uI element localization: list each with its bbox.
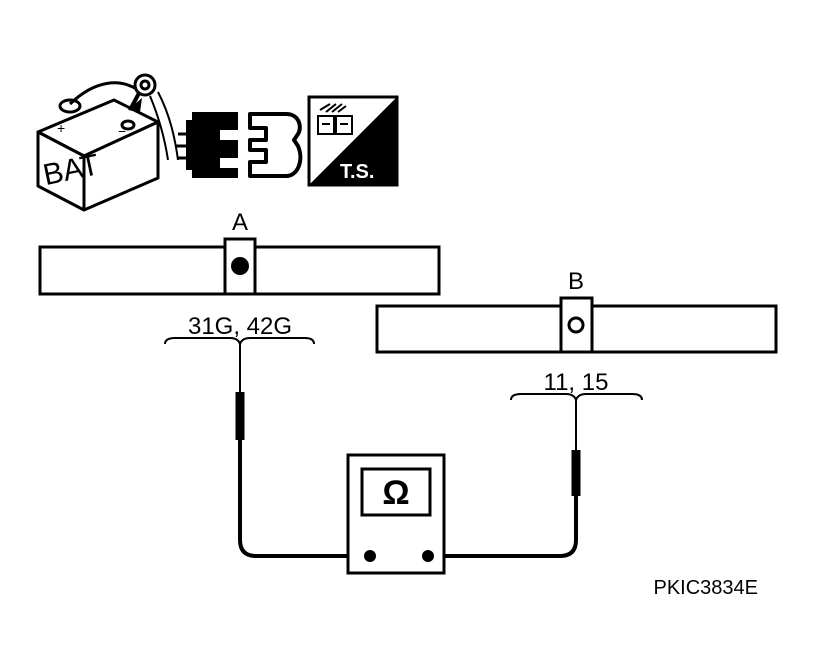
ohmmeter-probe-jack-left xyxy=(364,550,376,562)
connector-a-label: A xyxy=(232,209,248,236)
ohmmeter-icon xyxy=(346,453,446,575)
ohmmeter-probe-jack-right xyxy=(422,550,434,562)
connector-disconnect-icon xyxy=(176,112,303,178)
battery-plus-mark: + xyxy=(57,120,65,136)
connector-a-pin xyxy=(231,257,249,275)
connector-a-terminals: 31G, 42G xyxy=(188,313,292,340)
connector-b-pin xyxy=(567,316,585,334)
figure-id: PKIC3834E xyxy=(653,577,758,599)
troubleshooting-icon xyxy=(307,95,399,187)
test-lead-b xyxy=(428,400,581,558)
battery-disconnect-icon: + − xyxy=(36,73,179,212)
ohmmeter-symbol: Ω xyxy=(382,474,409,512)
battery-minus-mark: − xyxy=(118,123,126,139)
connector-b xyxy=(375,296,778,354)
troubleshooting-label: T.S. xyxy=(340,161,374,183)
connector-b-label: B xyxy=(568,268,584,295)
connector-b-terminals: 11, 15 xyxy=(544,369,609,396)
connector-a xyxy=(38,237,441,296)
ohmmeter-display xyxy=(360,467,432,517)
test-lead-a xyxy=(235,344,370,558)
